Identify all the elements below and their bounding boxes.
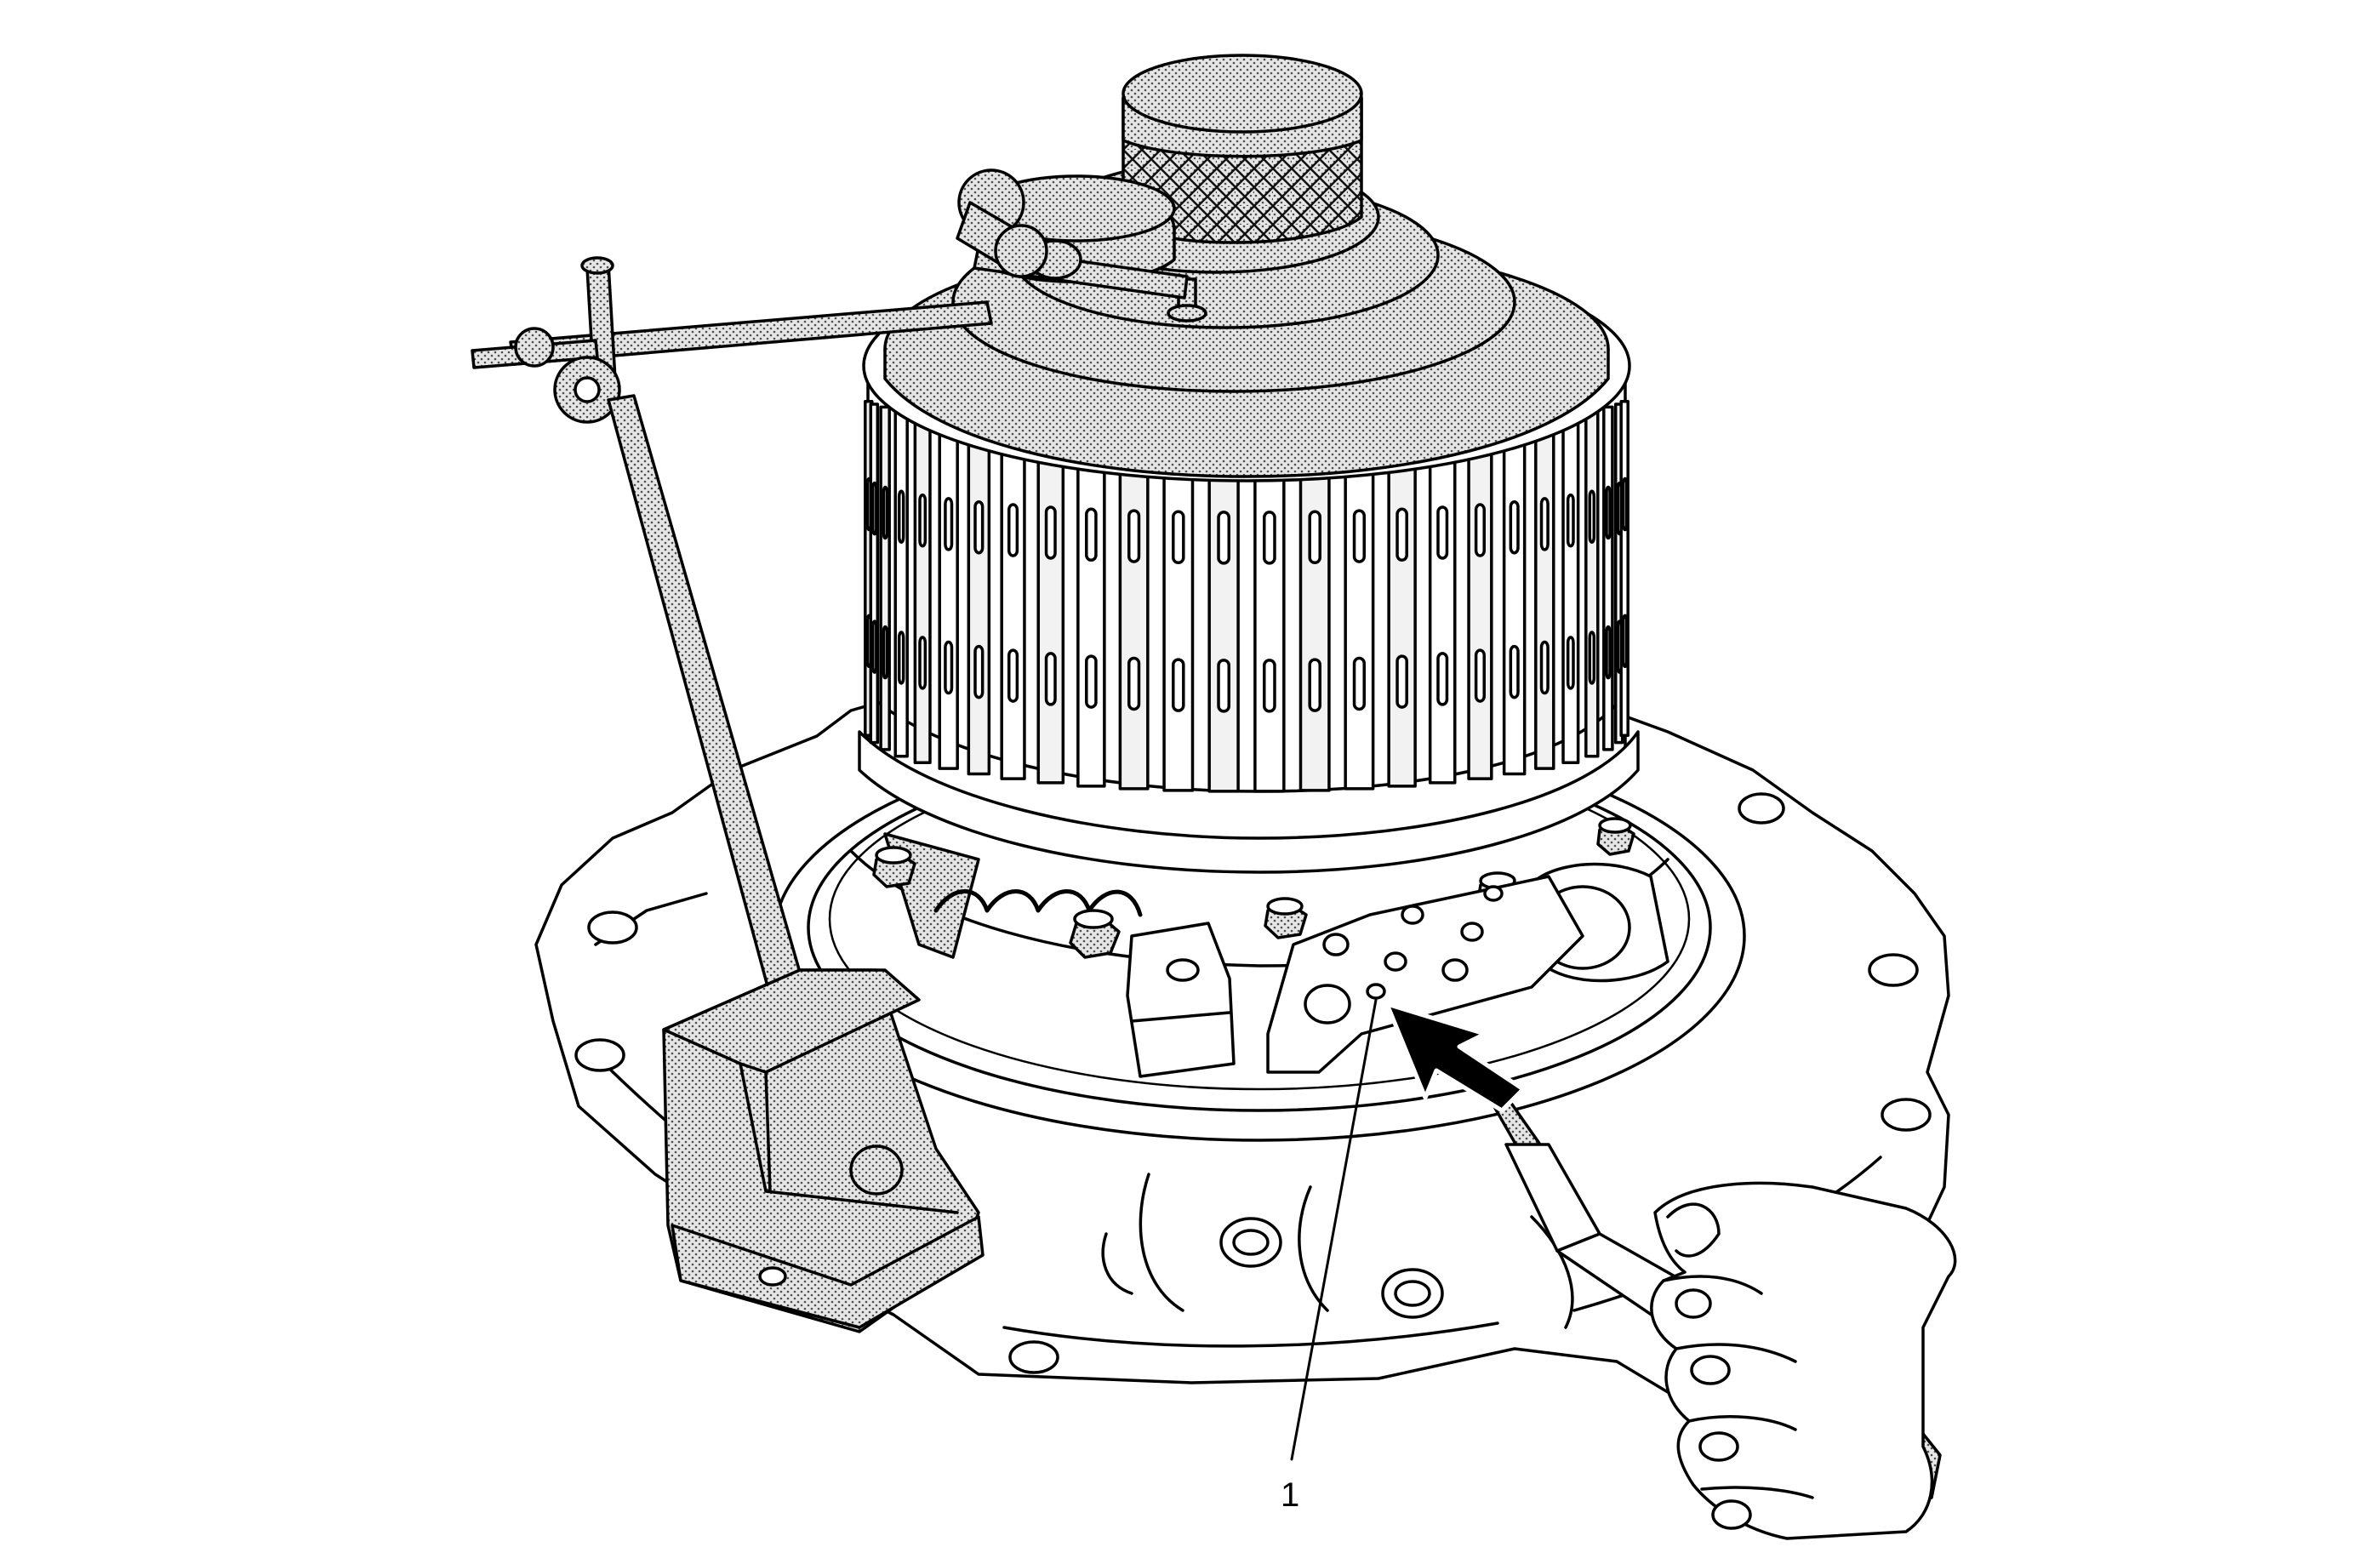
drum-slot: [882, 625, 889, 680]
drum-slat: [1387, 420, 1417, 788]
drum-slot: [871, 619, 878, 674]
plate-hole: [1483, 885, 1504, 902]
drum-slot: [1621, 477, 1629, 532]
drum-slat: [1502, 415, 1527, 776]
magnetic-base: [662, 968, 985, 1333]
plate-hole: [1304, 984, 1351, 1025]
drum-slot: [1588, 631, 1596, 685]
drum-slot: [1127, 509, 1141, 563]
drum-slot: [1539, 497, 1550, 551]
drum-slat: [1036, 419, 1065, 785]
drum-slot: [918, 636, 927, 690]
drum-slat: [1428, 419, 1457, 785]
flange-bolt-hole: [1881, 1098, 1932, 1132]
flange-bolt-hole: [1738, 792, 1785, 825]
drum-slot: [1352, 509, 1366, 563]
drum-slot: [973, 499, 985, 555]
drum-slat: [893, 408, 909, 758]
drum-slot: [1605, 485, 1612, 540]
drum-slot: [1263, 511, 1276, 565]
drum-slat: [967, 415, 991, 776]
fingernail: [1675, 1288, 1712, 1319]
drum-slot: [1044, 652, 1057, 706]
drum-slot: [1085, 507, 1098, 562]
plate-hole: [1401, 905, 1424, 925]
drum-slot: [1263, 659, 1276, 713]
drum-slot: [897, 631, 905, 685]
drum-slat: [1561, 410, 1580, 764]
drum-slat: [1584, 408, 1600, 758]
drum-slot: [1474, 503, 1487, 557]
drum-slot: [1395, 654, 1408, 709]
drum-slat: [1467, 417, 1493, 780]
fingernail: [1698, 1431, 1739, 1462]
bolt: [872, 846, 916, 888]
flange-bolt-hole: [587, 910, 638, 945]
drum-slot: [1588, 489, 1596, 544]
drum-slot: [1395, 507, 1408, 562]
fingernail: [1690, 1355, 1731, 1385]
drum-slat: [869, 402, 880, 745]
bolt: [1596, 817, 1635, 856]
plate-hole: [1460, 922, 1484, 942]
drum-slat: [879, 405, 891, 751]
drum-slot: [1308, 658, 1321, 712]
dial-indicator: [471, 168, 1207, 997]
drum-slot: [1308, 510, 1321, 565]
drum-slot: [897, 489, 905, 544]
callout-label-1: 1: [1281, 1476, 1299, 1514]
drum-slot: [1539, 640, 1550, 695]
drum-slot: [1509, 644, 1520, 699]
direction-arrow: [1384, 1002, 1526, 1113]
drum-slot: [871, 481, 878, 536]
flange-bolt-hole: [1008, 1340, 1059, 1374]
plate-hole: [1441, 958, 1469, 982]
callout-leader: [1290, 998, 1378, 1461]
drum-slot: [1044, 505, 1057, 560]
bolt: [1069, 909, 1121, 959]
drum-slat: [1076, 420, 1106, 788]
drum-slot: [1566, 636, 1575, 690]
valve-plate: [1266, 875, 1584, 1074]
drum-slot: [1172, 510, 1185, 565]
drum-slot: [1172, 658, 1185, 712]
drum-slat: [938, 413, 959, 770]
drum-slat: [1000, 417, 1026, 780]
drum-slat: [1602, 405, 1614, 751]
drum-slot: [1436, 652, 1449, 706]
drum-slot: [1509, 499, 1520, 555]
drum-slot: [1566, 493, 1575, 548]
drum-slot: [1217, 659, 1230, 713]
drum-slot: [1436, 505, 1449, 560]
drum-slot: [944, 640, 954, 695]
plate-hole: [1384, 951, 1407, 972]
drum-slat: [913, 410, 932, 764]
drum-slot: [1007, 503, 1019, 557]
fingernail: [1711, 1499, 1752, 1530]
drum-slot: [944, 497, 954, 551]
drum-slot: [882, 485, 889, 540]
drum-slot: [1352, 656, 1366, 711]
drum-slot: [1605, 625, 1612, 680]
bolt: [1264, 897, 1308, 939]
valve-body-internals: [849, 817, 1669, 1078]
fluid-passage: [1366, 983, 1386, 1000]
flange-bolt-hole: [1868, 953, 1919, 987]
drum-slot: [973, 644, 985, 699]
drum-slat: [1619, 399, 1629, 737]
drum-slot: [1007, 648, 1019, 703]
drum-slot: [1621, 614, 1629, 669]
hand: [1650, 1181, 1957, 1540]
flange-bolt-hole: [574, 1038, 625, 1072]
drum-slot: [1085, 654, 1098, 709]
drum-slot: [1217, 511, 1230, 565]
drum-slot: [1474, 648, 1487, 703]
drum-slat: [1534, 413, 1555, 770]
drum-slot: [918, 493, 927, 548]
drum-slot: [1127, 656, 1141, 711]
plate-hole: [1322, 933, 1350, 956]
